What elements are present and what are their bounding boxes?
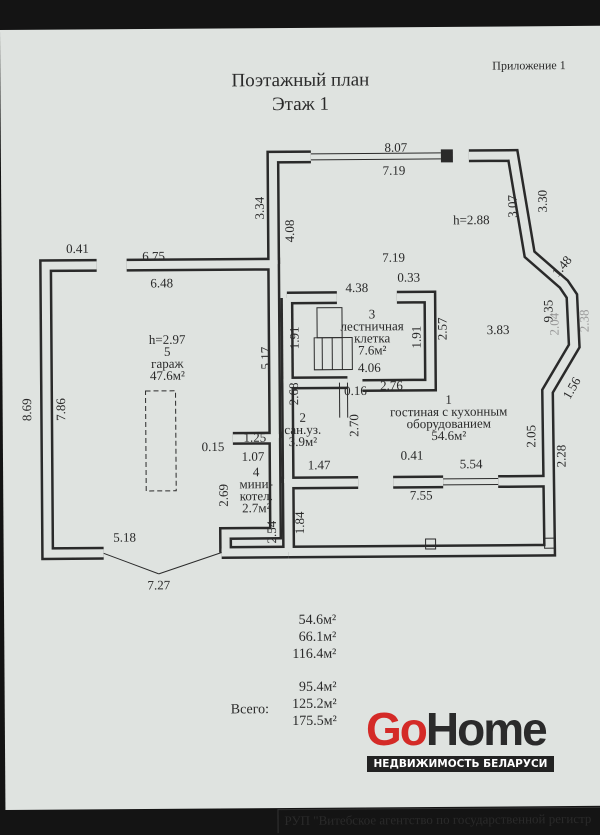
height-label: h=2.88 [453, 213, 490, 226]
dimension-label: 3.83 [487, 323, 510, 336]
dimension-label: 2.04 [547, 313, 560, 336]
dimension-label: 0.41 [66, 242, 89, 255]
dimension-label: 5.18 [113, 531, 136, 544]
room-area: 54.6м² [390, 429, 507, 442]
dimension-label: 2.69 [217, 484, 230, 507]
area-value: 125.2м² [292, 697, 337, 713]
dimension-label: 1.91 [288, 327, 301, 350]
room-living-kitchen: 1 гостиная с кухонным оборудованием 54.6… [390, 393, 508, 442]
room-area: 3.9м² [284, 436, 321, 448]
dimension-label: 7.55 [410, 488, 433, 501]
dimension-label: 7.86 [54, 398, 67, 421]
agency-footer: РУП "Витебское агентство по государствен… [277, 807, 600, 833]
room-area: 7.6м² [341, 344, 404, 356]
dimension-label: 3.34 [253, 197, 266, 220]
room-garage: h=2.97 5 гараж 47.6м² [149, 334, 186, 382]
dimension-label: 7.27 [147, 578, 170, 591]
dimension-label: 1.25 [243, 431, 266, 444]
dimension-label: 3.07 [506, 195, 519, 218]
room-staircase: 3 лестничная клетка 7.6м² [340, 308, 404, 356]
room-bathroom: 2 сан.уз. 3.9м² [284, 412, 321, 448]
dimension-label: 5.17 [259, 347, 272, 370]
dimension-label: 6.48 [150, 276, 173, 289]
logo-go: Go [366, 703, 426, 755]
dimension-label: 7.19 [382, 251, 405, 264]
document-sheet: Поэтажный план Этаж 1 Приложение 1 [0, 26, 600, 810]
dimension-label: 0.41 [401, 449, 424, 462]
dimension-label: 0.16 [344, 384, 367, 397]
dimension-label: 1.91 [410, 326, 423, 349]
logo-tagline: НЕДВИЖИМОСТЬ БЕЛАРУСИ [367, 756, 554, 772]
room-area: 47.6м² [149, 370, 186, 382]
dimension-label: 4.06 [358, 361, 381, 374]
dimension-label: 2.05 [524, 425, 537, 448]
logo-home: Home [426, 703, 546, 755]
dimension-label: 1.47 [308, 458, 331, 471]
dimension-label: 3.30 [536, 190, 549, 213]
dimension-label: 2.57 [436, 318, 449, 341]
room-boiler: 4 мини- котел. 2.7м² [239, 466, 273, 514]
dimension-label: 4.08 [283, 220, 296, 243]
dimension-label: 4.38 [345, 281, 368, 294]
area-value: 54.6м² [299, 613, 337, 629]
dimension-label: 5.54 [460, 457, 483, 470]
dimension-label: 0.15 [201, 440, 224, 453]
dimension-label: 1.84 [293, 512, 306, 535]
dimension-label: 2.38 [577, 310, 590, 333]
total-label: Всего: [231, 702, 269, 718]
dimension-label: 8.69 [20, 398, 33, 421]
dimension-label: 7.19 [383, 164, 406, 177]
area-value: 175.5м² [292, 714, 337, 730]
room-area: 2.7м² [240, 502, 274, 514]
area-value: 116.4м² [292, 647, 336, 663]
area-value: 95.4м² [299, 680, 337, 696]
dimension-label: 2.28 [554, 445, 567, 468]
dimension-label: 2.54 [265, 521, 278, 544]
dimension-label: 2.68 [287, 383, 300, 406]
area-value: 66.1м² [299, 630, 337, 646]
dimension-label: 2.76 [380, 379, 403, 392]
dimension-label: 6.75 [142, 249, 165, 262]
gohome-logo: GoHome [366, 706, 546, 752]
dimension-label: 8.07 [384, 141, 407, 154]
dimension-label: 2.70 [347, 414, 360, 437]
dimension-label: 0.33 [397, 271, 420, 284]
dimension-label: 1.07 [242, 450, 265, 463]
